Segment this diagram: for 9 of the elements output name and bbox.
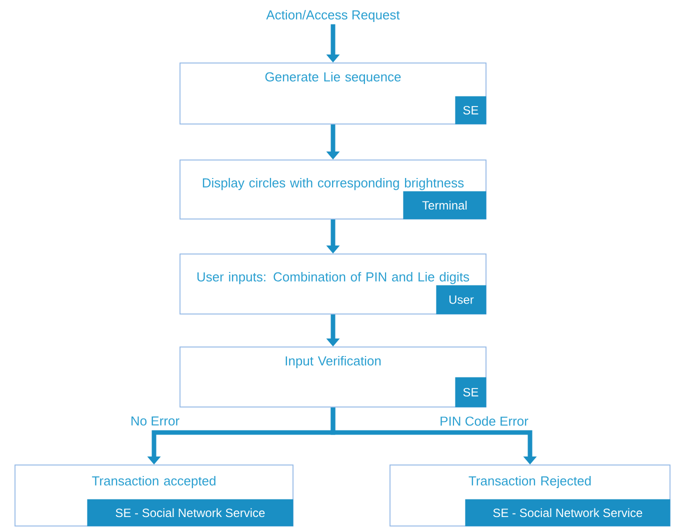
edge-label: PIN Code Error xyxy=(438,415,530,427)
process-box: Transaction accepted SE - Social Network Service xyxy=(14,464,294,526)
edge-label: No Error xyxy=(129,415,181,427)
process-box: Display circles with corresponding brightness Terminal xyxy=(180,160,486,220)
process-box: Input Verification SE xyxy=(180,346,486,408)
start-label: Action/Access Request xyxy=(266,10,400,22)
process-box: User inputs: Combination of PIN and Lie digits User xyxy=(180,254,486,314)
process-box: Generate Lie sequence SE xyxy=(180,62,486,124)
process-box: Transaction Rejected SE - Social Network Service xyxy=(390,464,670,526)
